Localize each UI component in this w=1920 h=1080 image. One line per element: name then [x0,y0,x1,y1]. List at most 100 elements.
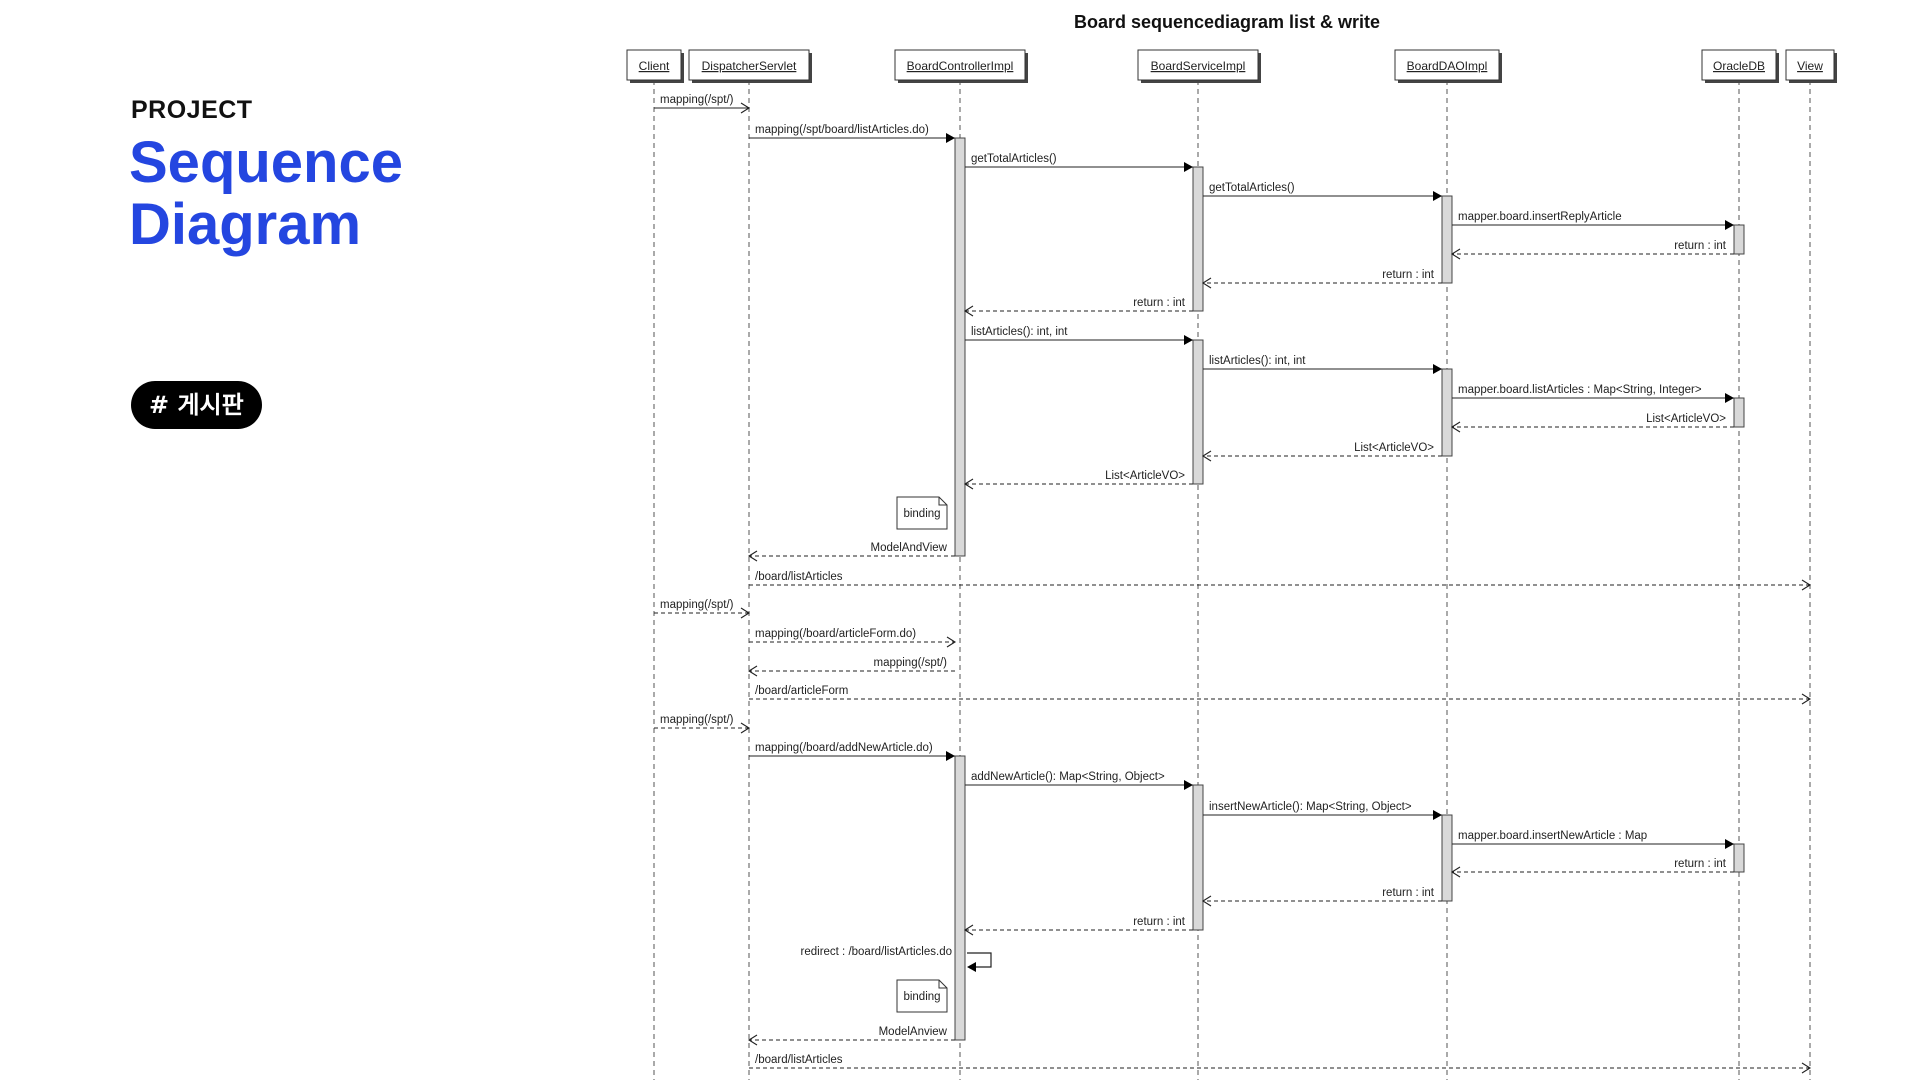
message-label: List<ArticleVO> [1354,442,1434,454]
message-28: return : int [963,916,1193,936]
arrowhead [1184,335,1193,345]
activation-bar [1441,195,1453,284]
activation-bar [1192,784,1204,931]
message-label: return : int [1382,887,1435,899]
message-18: mapping(/board/articleForm.do) [749,628,957,648]
arrowhead [1433,810,1442,820]
message-label: getTotalArticles() [971,153,1057,165]
message-10: listArticles(): int, int [1203,355,1442,374]
arrowhead [1801,579,1812,591]
arrowhead [747,665,758,677]
message-2: mapping(/spt/board/listArticles.do) [749,124,955,143]
arrowhead [747,550,758,562]
arrowhead [1450,248,1461,260]
activation-bar [1192,166,1204,312]
message-label: ModelAndView [870,542,947,554]
arrowhead [740,607,751,619]
message-label: getTotalArticles() [1209,182,1295,194]
message-27: return : int [1201,887,1442,907]
participant-label: BoardDAOImpl [1407,59,1488,73]
participant-client: Client [626,49,684,83]
arrowhead [1801,693,1812,705]
message-label: /board/articleForm [755,685,848,697]
note-binding: binding [896,979,948,1013]
message-25: mapper.board.insertNewArticle : Map [1452,830,1734,849]
message-24: insertNewArticle(): Map<String, Object> [1203,801,1442,820]
message-label: return : int [1674,858,1727,870]
arrowhead [1450,421,1461,433]
arrowhead [1725,839,1734,849]
participant-boardserviceimpl: BoardServiceImpl [1137,49,1261,83]
message-label: /board/listArticles [755,571,843,583]
arrowhead [1725,220,1734,230]
activation-bar [1733,224,1745,255]
message-label: mapping(/spt/) [660,599,734,611]
arrowhead [1201,277,1212,289]
message-label: List<ArticleVO> [1105,470,1185,482]
arrowhead [1725,393,1734,403]
participant-label: BoardControllerImpl [907,59,1014,73]
message-9: listArticles(): int, int [965,326,1193,345]
message-5: mapper.board.insertReplyArticle [1452,211,1734,230]
message-label: mapping(/spt/) [660,94,734,106]
arrowhead [1450,866,1461,878]
message-label: return : int [1133,297,1186,309]
arrowhead [963,305,974,317]
message-label: mapping(/spt/) [873,657,947,669]
title-line-1: Sequence [129,130,403,195]
arrowhead [740,102,751,114]
participant-label: BoardServiceImpl [1151,59,1246,73]
message-6: return : int [1450,240,1734,260]
message-11: mapper.board.listArticles : Map<String, … [1452,384,1734,403]
message-16: /board/listArticles [749,571,1812,591]
arrowhead [1433,191,1442,201]
message-26: return : int [1450,858,1734,878]
message-17: mapping(/spt/) [654,599,751,619]
participant-view: View [1785,49,1837,83]
title-line-2: Diagram [129,192,362,257]
message-15: ModelAndView [747,542,955,562]
activation-bar [1733,843,1745,873]
message-20: /board/articleForm [749,685,1812,705]
message-30: ModelAnview [747,1026,955,1046]
message-21: mapping(/spt/) [654,714,751,734]
message-31: /board/listArticles [749,1054,1812,1074]
message-4: getTotalArticles() [1203,182,1442,201]
participant-dispatcherservlet: DispatcherServlet [688,49,812,83]
participant-label: View [1797,59,1823,73]
arrowhead [946,636,957,648]
arrowhead [963,478,974,490]
message-label: mapper.board.insertNewArticle : Map [1458,830,1647,842]
arrowhead [1201,450,1212,462]
message-13: List<ArticleVO> [1201,442,1442,462]
arrowhead [1201,895,1212,907]
title-panel: PROJECT Sequence Diagram # 게시판 [0,0,600,1080]
note-binding: binding [896,496,948,530]
note-label: binding [903,991,940,1003]
message-label: return : int [1133,916,1186,928]
participant-label: Client [639,59,670,73]
activation-bar [1441,368,1453,457]
message-12: List<ArticleVO> [1450,413,1734,433]
arrowhead [967,962,976,972]
message-line [967,952,992,968]
message-19: mapping(/spt/) [747,657,955,677]
activation-bar [1733,397,1745,428]
message-label: return : int [1382,269,1435,281]
message-23: addNewArticle(): Map<String, Object> [965,771,1193,790]
message-label: mapping(/board/addNewArticle.do) [755,742,933,754]
note-label: binding [903,508,940,520]
arrowhead [1184,780,1193,790]
message-22: mapping(/board/addNewArticle.do) [749,742,955,761]
arrowhead [747,1034,758,1046]
message-label: mapping(/spt/board/listArticles.do) [755,124,929,136]
message-label: listArticles(): int, int [971,326,1068,338]
category-tag: # 게시판 [131,381,262,429]
arrowhead [1433,364,1442,374]
message-label: List<ArticleVO> [1646,413,1726,425]
message-label: mapping(/spt/) [660,714,734,726]
arrowhead [946,133,955,143]
page-title: Sequence Diagram [129,132,403,256]
arrowhead [740,722,751,734]
